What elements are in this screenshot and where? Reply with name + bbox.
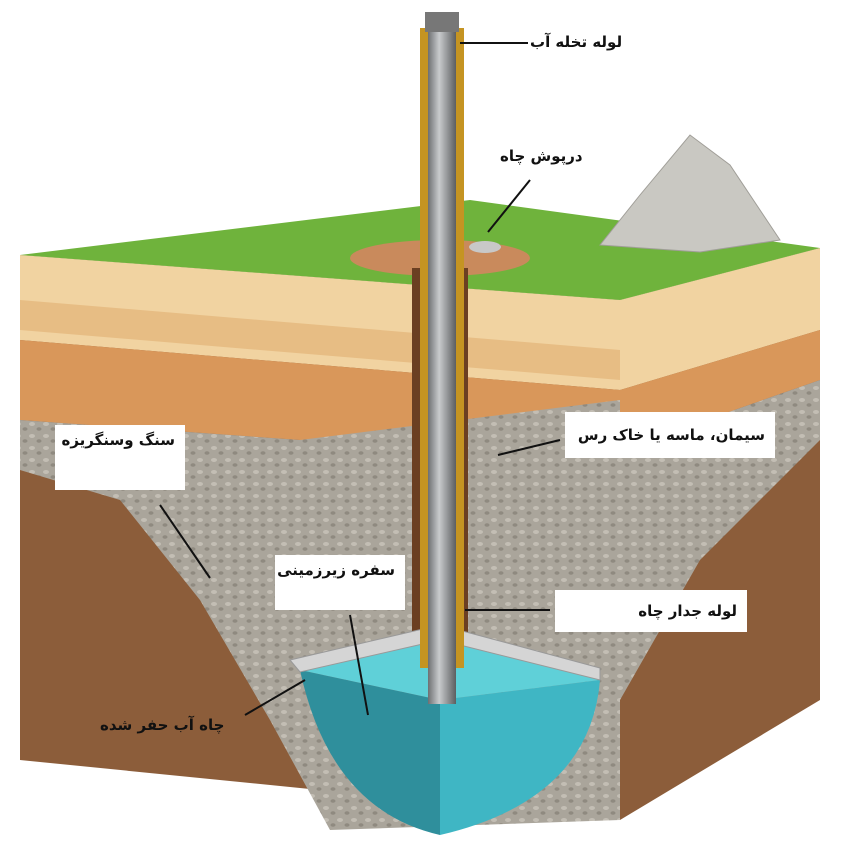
label-casing: لوله جدار چاه (555, 590, 747, 632)
leader-lines (159, 42, 561, 716)
label-outlet-pipe: لوله تخله آب (530, 33, 623, 51)
rock (599, 134, 781, 253)
label-gravel: سنگ وسنگریزه (55, 425, 185, 490)
label-grout: سیمان، ماسه یا خاک رس (565, 412, 775, 458)
pipe-top (425, 12, 459, 32)
well-cap (469, 241, 501, 253)
right-face-strata (620, 248, 820, 820)
label-well-cap: درپوش چاه (500, 147, 583, 165)
label-drilled-well: چاه آب حفر شده (100, 716, 225, 734)
outlet-pipe (428, 14, 456, 704)
label-aquifer: سفره زیرزمینی (275, 555, 405, 610)
